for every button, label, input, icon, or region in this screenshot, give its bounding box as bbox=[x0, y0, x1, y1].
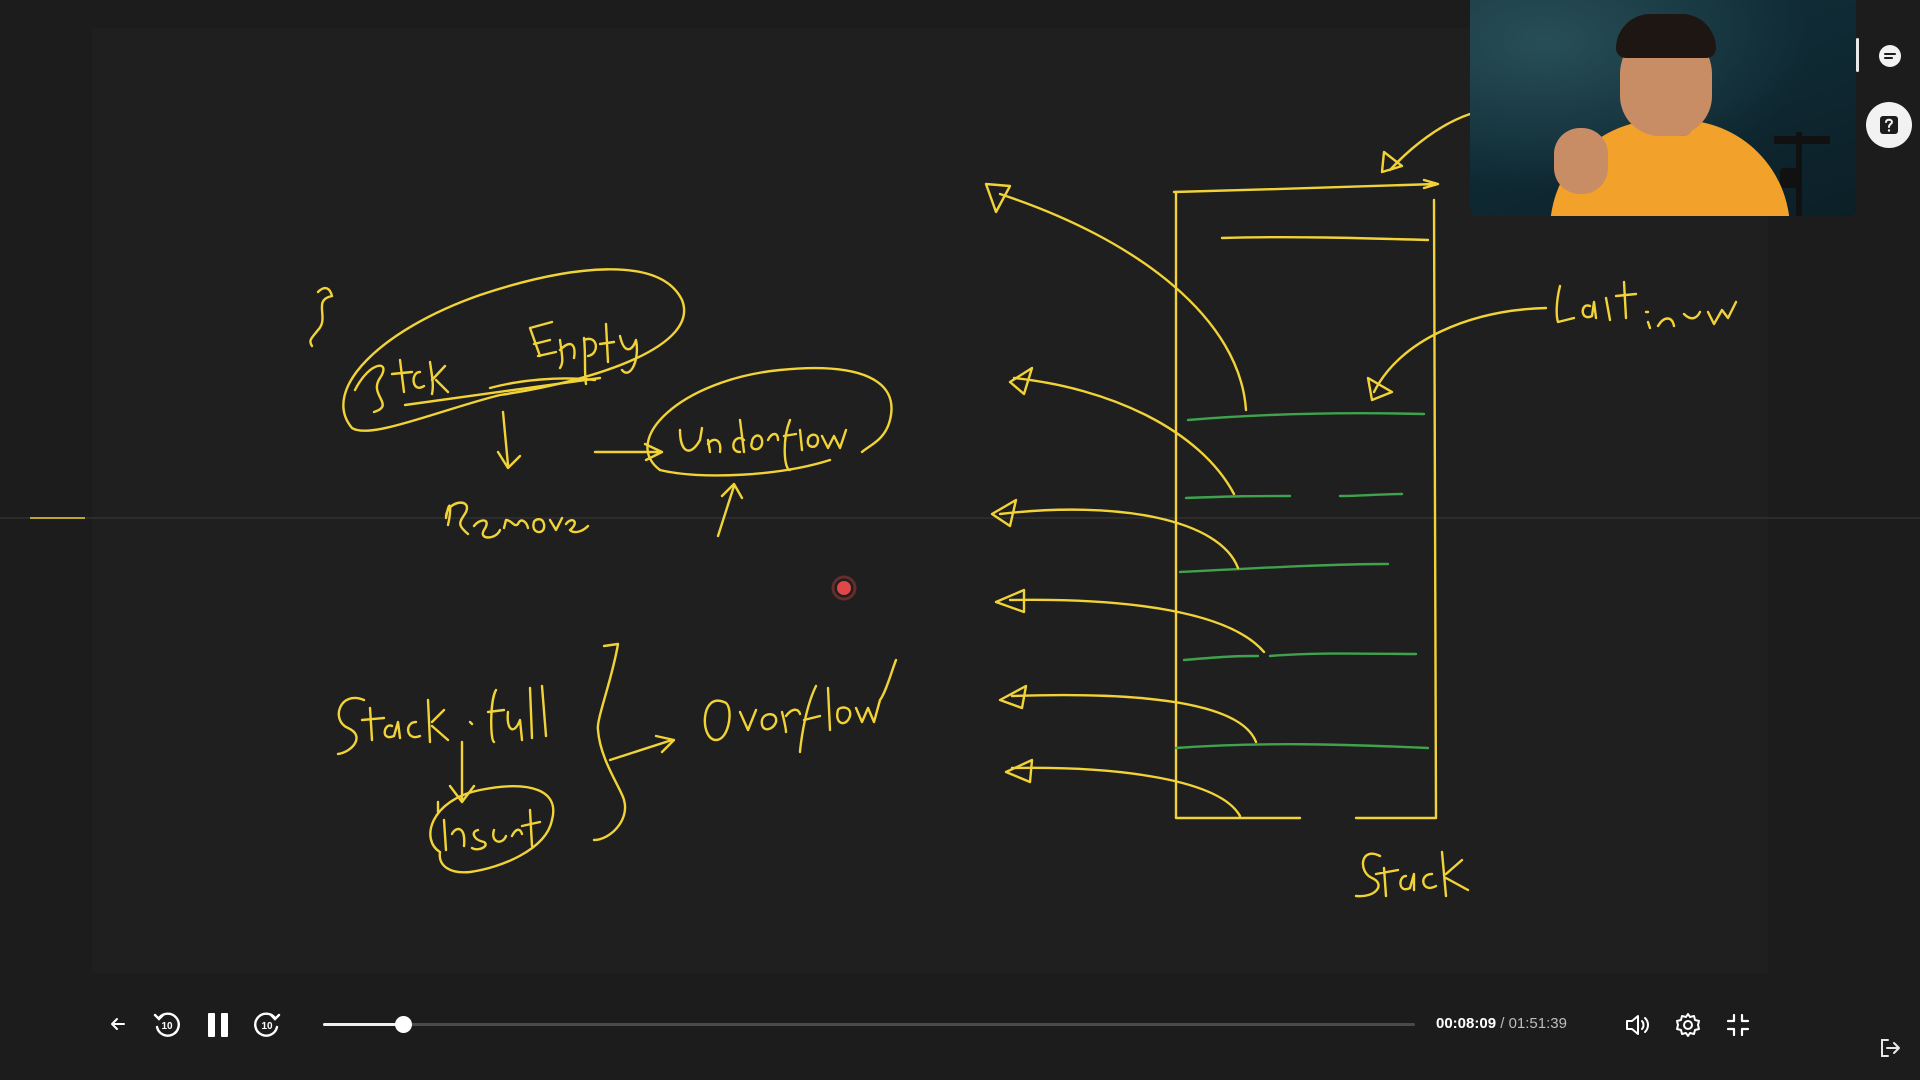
stack-diagram bbox=[1172, 178, 1470, 898]
settings-button[interactable] bbox=[1672, 1010, 1704, 1040]
exit-fullscreen-icon bbox=[1726, 1013, 1750, 1037]
svg-text:10: 10 bbox=[161, 1021, 173, 1032]
stack-full-note bbox=[336, 684, 548, 804]
svg-text:10: 10 bbox=[261, 1021, 273, 1032]
help-button[interactable] bbox=[1866, 102, 1912, 148]
rewind-10-icon: 10 bbox=[153, 1012, 180, 1037]
forward-10-button[interactable]: 10 bbox=[250, 1008, 284, 1042]
exit-fullscreen-button[interactable] bbox=[1722, 1010, 1754, 1040]
progress-bar[interactable] bbox=[323, 1016, 1415, 1033]
current-time: 00:08:09 bbox=[1436, 1015, 1497, 1032]
laser-pointer bbox=[837, 581, 851, 595]
progress-fill bbox=[323, 1023, 403, 1026]
total-time: 01:51:39 bbox=[1508, 1015, 1567, 1032]
underflow-note bbox=[646, 366, 893, 538]
chat-icon bbox=[1879, 45, 1901, 67]
overflow-note bbox=[703, 658, 898, 754]
help-icon bbox=[1880, 116, 1898, 134]
stack-empty-note bbox=[309, 268, 686, 470]
time-display: 00:08:09 / 01:51:39 bbox=[1436, 1015, 1567, 1032]
volume-icon bbox=[1626, 1015, 1649, 1035]
active-indicator bbox=[1856, 38, 1859, 72]
insert-note bbox=[429, 785, 555, 874]
forward-10-icon: 10 bbox=[254, 1012, 281, 1037]
last-in-note bbox=[1366, 280, 1738, 402]
volume-button[interactable] bbox=[1622, 1010, 1654, 1040]
progress-handle[interactable] bbox=[394, 1016, 412, 1033]
arrow-left-icon bbox=[111, 1018, 125, 1030]
back-button[interactable] bbox=[104, 1010, 132, 1038]
exit-button[interactable] bbox=[1876, 1036, 1904, 1060]
pause-icon bbox=[208, 1013, 228, 1037]
exit-icon bbox=[1881, 1039, 1900, 1057]
chat-button[interactable] bbox=[1868, 34, 1912, 78]
gear-icon bbox=[1676, 1013, 1700, 1037]
time-separator: / bbox=[1500, 1015, 1505, 1032]
pause-button[interactable] bbox=[202, 1008, 234, 1042]
rewind-10-button[interactable]: 10 bbox=[150, 1008, 184, 1042]
instructor-webcam[interactable] bbox=[1470, 0, 1856, 216]
remove-note bbox=[444, 501, 590, 539]
pop-arrows bbox=[984, 182, 1266, 818]
